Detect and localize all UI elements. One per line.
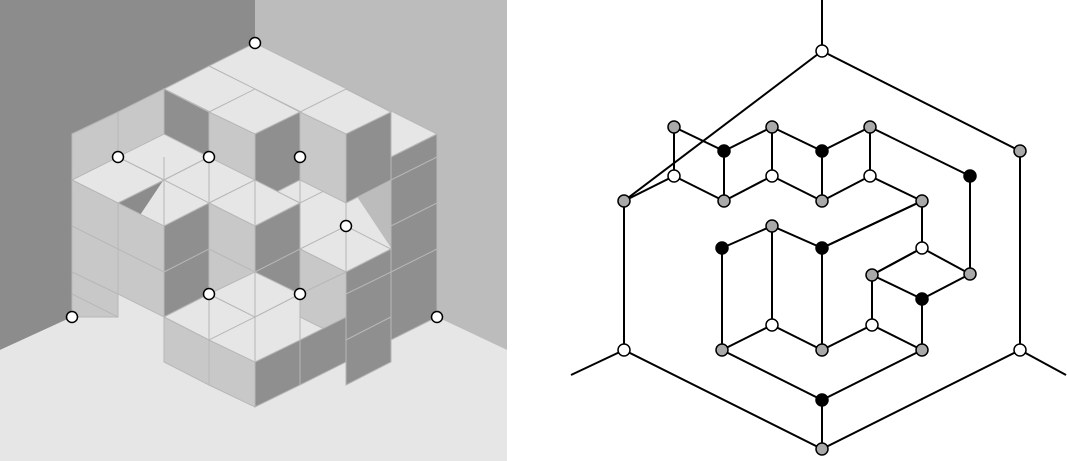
graph-node-white [765, 318, 779, 332]
grid-line [163, 248, 210, 273]
right-panel [570, 0, 1067, 456]
graph-edge [570, 349, 625, 376]
graph-edge [871, 324, 923, 351]
left-marker-node [202, 150, 216, 164]
graph-node-white [765, 169, 779, 183]
graph-edge [871, 247, 923, 276]
grid-line [71, 225, 119, 250]
graph-edge [821, 200, 923, 249]
left-marker-node [293, 150, 307, 164]
graph-node-white [815, 44, 829, 58]
left-face [71, 179, 119, 318]
grid-line [208, 248, 256, 273]
graph-edge [623, 175, 675, 202]
left-marker-node [65, 310, 79, 324]
grid-line [71, 111, 119, 135]
grid-line [254, 248, 301, 273]
graph-edge [721, 324, 773, 351]
grid-line [71, 271, 119, 295]
graph-node-black [915, 292, 929, 306]
graph-node-white [667, 169, 681, 183]
graph-node-black [715, 241, 729, 255]
grid-line [345, 271, 392, 295]
grid-line [390, 156, 438, 181]
left-marker-node [202, 287, 216, 301]
graph-node-gray [765, 219, 779, 233]
graph-edge [871, 274, 923, 300]
grid-line [299, 271, 347, 295]
graph-node-black [963, 169, 977, 183]
graph-node-white [617, 343, 631, 357]
graph-edge [921, 247, 971, 275]
left-markers [65, 36, 444, 324]
left-marker-node [293, 287, 307, 301]
graph-edge [623, 0, 1021, 451]
graph-node-black [815, 241, 829, 255]
graph-node-gray [815, 194, 829, 208]
graph-node-gray [815, 442, 829, 456]
graph-edge [869, 175, 923, 202]
graph-edge [1019, 349, 1067, 376]
right-face [390, 133, 438, 341]
graph-node-gray [865, 268, 879, 282]
graph-node-black [717, 144, 731, 158]
grid-line [117, 248, 165, 273]
graph-node-black [815, 393, 829, 407]
graph-node-gray [717, 194, 731, 208]
graph-node-white [1013, 343, 1027, 357]
graph-edge [673, 175, 725, 202]
grid-line [390, 202, 438, 227]
left-marker-node [248, 36, 262, 50]
graph-node-black [815, 144, 829, 158]
graph-node-gray [617, 194, 631, 208]
graph-node-gray [715, 343, 729, 357]
graph-node-gray [915, 343, 929, 357]
graph-node-gray [1013, 144, 1027, 158]
grid-line [117, 179, 165, 204]
graph-node-gray [863, 120, 877, 134]
graph-node-gray [765, 120, 779, 134]
left-marker-node [430, 310, 444, 324]
grid-line [390, 248, 438, 273]
graph-edge [723, 175, 773, 202]
left-panel [0, 0, 507, 461]
graph-node-gray [963, 267, 977, 281]
left-marker-node [111, 150, 125, 164]
graph-node-gray [915, 194, 929, 208]
graph-node-white [863, 169, 877, 183]
graph-node-white [915, 241, 929, 255]
left-marker-node [339, 219, 353, 233]
graph-node-gray [815, 343, 829, 357]
graph-node-gray [667, 120, 681, 134]
grid-line [117, 156, 165, 181]
graph-node-white [865, 318, 879, 332]
graph-edge [771, 175, 823, 202]
graph-edge [821, 175, 871, 202]
